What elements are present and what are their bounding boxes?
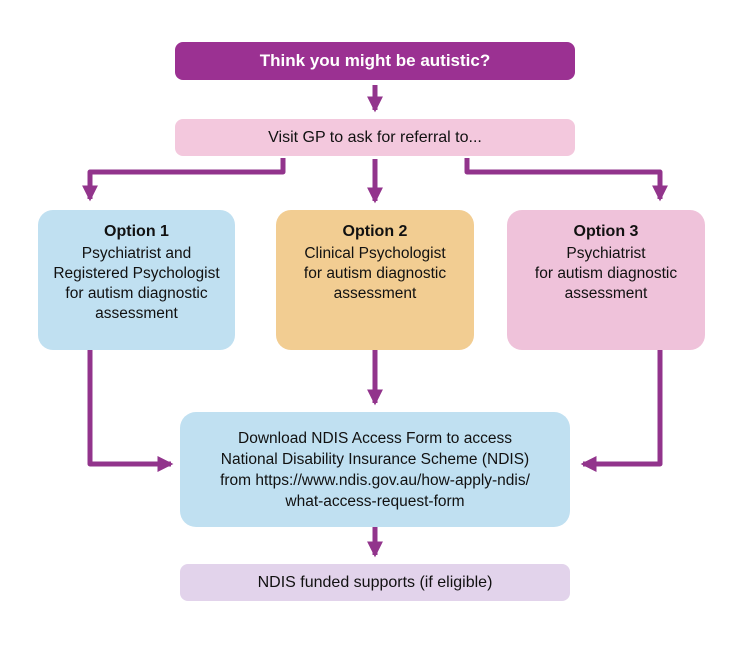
arrow-option3-to-ndis	[580, 350, 663, 473]
ndis-access-form-box: Download NDIS Access Form to access Nati…	[180, 412, 570, 527]
option-3-title: Option 3	[573, 223, 639, 240]
title-box-label: Think you might be autistic?	[259, 51, 491, 70]
ndis-box-line: Download NDIS Access Form to access	[238, 429, 512, 447]
gp-referral-box: Visit GP to ask for referral to...	[175, 119, 575, 156]
option-1-title: Option 1	[104, 223, 169, 240]
option-2-box: Option 2 Clinical Psychologist for autis…	[276, 210, 474, 350]
ndis-box-line: National Disability Insurance Scheme (ND…	[220, 450, 530, 468]
arrow-gp-to-option3	[464, 158, 669, 202]
option-3-description: Psychiatrist for autism diagnostic asses…	[534, 245, 678, 302]
option-3-box: Option 3 Psychiatrist for autism diagnos…	[507, 210, 705, 350]
option-2-title: Option 2	[342, 223, 408, 240]
option-2-description: Clinical Psychologist for autism diagnos…	[303, 245, 447, 302]
title-box: Think you might be autistic?	[175, 42, 575, 80]
arrow-option1-to-ndis	[87, 350, 174, 473]
ndis-funded-supports-box: NDIS funded supports (if eligible)	[180, 564, 570, 601]
arrow-gp-to-option1	[81, 158, 286, 202]
ndis-box-line: what-access-request-form	[285, 492, 465, 510]
ndis-box-line: from https://www.ndis.gov.au/how-apply-n…	[220, 471, 530, 489]
option-1-box: Option 1 Psychiatrist and Registered Psy…	[38, 210, 235, 350]
ndis-funded-supports-label: NDIS funded supports (if eligible)	[257, 573, 493, 591]
option-1-description: Psychiatrist and Registered Psychologist…	[53, 245, 220, 322]
gp-referral-label: Visit GP to ask for referral to...	[268, 128, 482, 146]
